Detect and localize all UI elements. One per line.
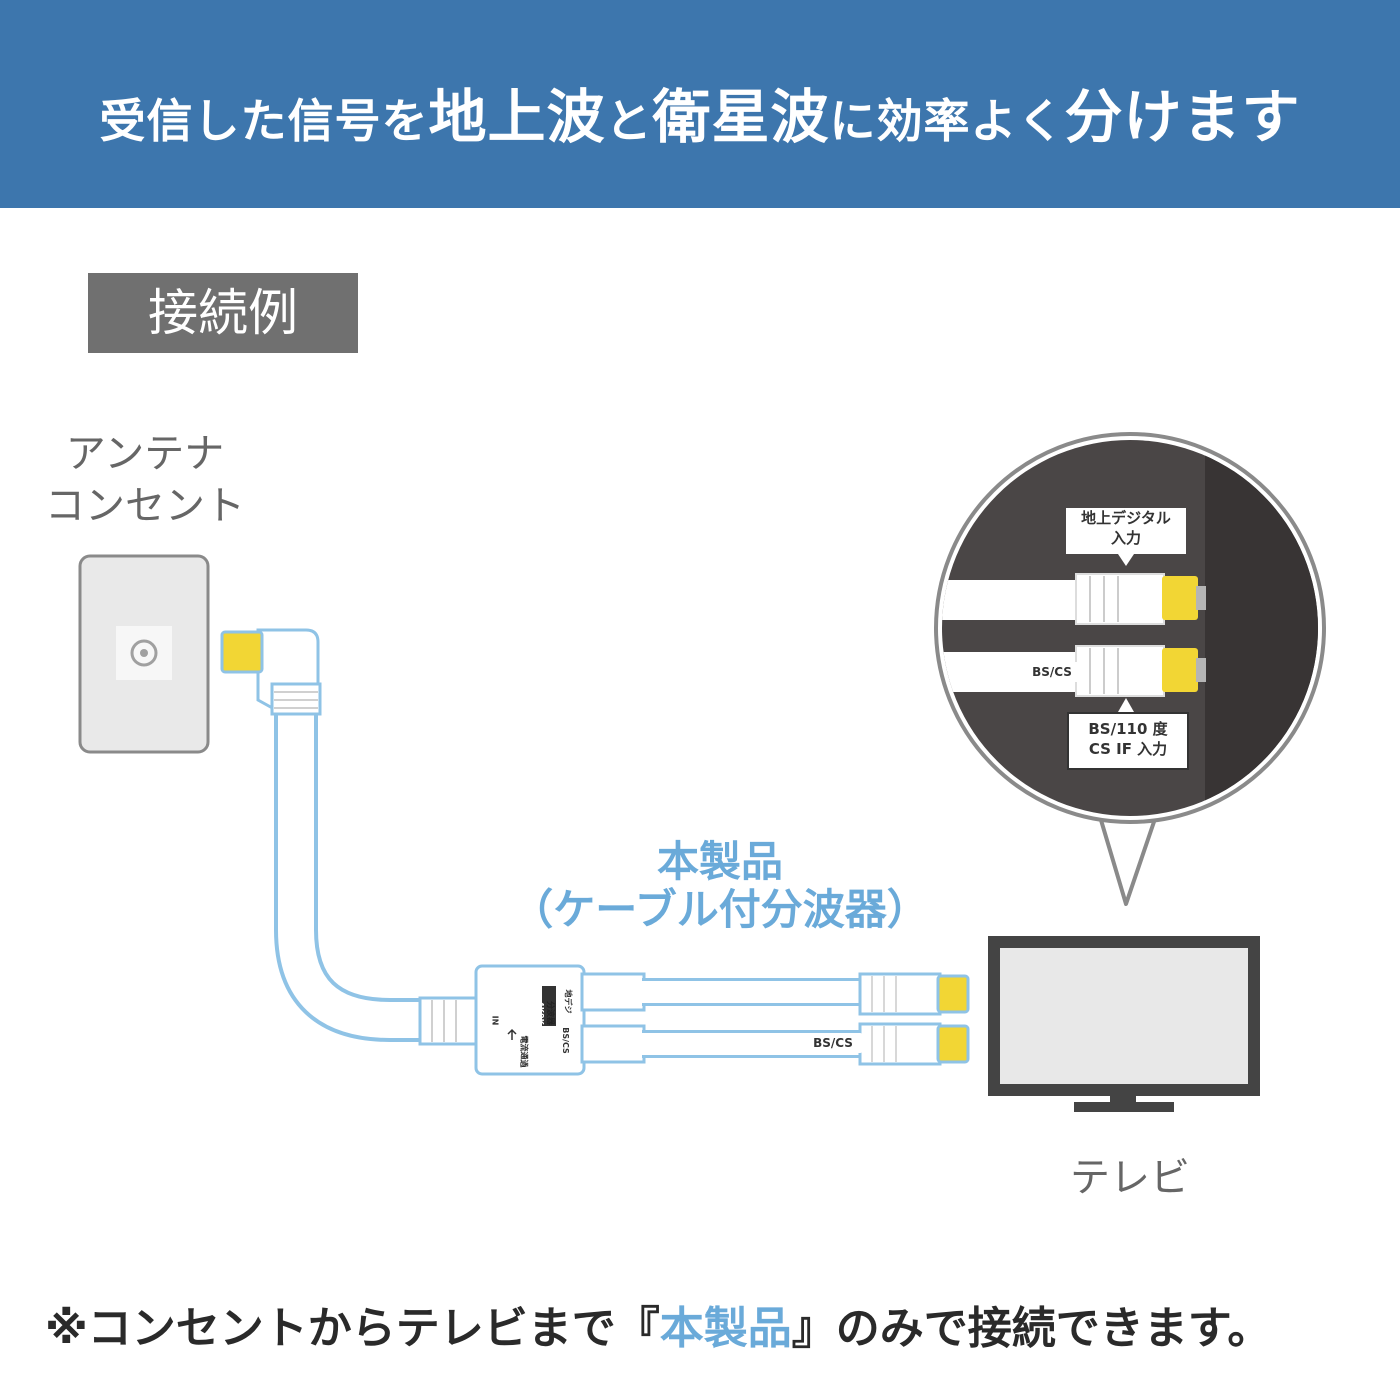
- product-cable: [220, 628, 484, 1046]
- cable-bscs-tag: BS/CS: [804, 1033, 862, 1053]
- bs-input-label: BS/110 度 CS IF 入力: [1067, 712, 1189, 770]
- header-title-part-2: 地上波: [428, 83, 606, 151]
- header-title-part-6: 分けます: [1064, 83, 1301, 151]
- bscs-f-connector: [936, 1024, 970, 1064]
- header-title-part-4: 衛星波: [652, 83, 830, 151]
- splitter-feed-label: 電流通過: [519, 1035, 529, 1068]
- splitter-in-label: IN: [490, 1015, 500, 1026]
- bs-input-line2: CS IF 入力: [1088, 740, 1168, 758]
- example-label: 接続例: [88, 273, 358, 353]
- splitter-brand-line2: 4K8K: [536, 1001, 545, 1025]
- splitter-terrestrial-out-label: 地デジ: [563, 989, 573, 1014]
- zoom-bscs-cable-tag: BS/CS: [1024, 662, 1080, 682]
- splitter-brand-text: 分波器 4K8K: [533, 991, 555, 1035]
- splitter-4k8k-badge: [542, 986, 556, 1026]
- splitter-bscs-out-label: BS/CS: [560, 1027, 570, 1054]
- header-title-part-5: に効率よく: [829, 94, 1065, 148]
- terrestrial-f-connector: [936, 974, 970, 1014]
- l-plug-connector: [220, 630, 264, 674]
- antenna-outlet: [78, 554, 210, 754]
- splitter-body: [474, 964, 586, 1076]
- terrestrial-input-line1: 地上デジタル: [1081, 509, 1171, 527]
- product-label-line2: （ケーブル付分波器）: [511, 885, 929, 934]
- terrestrial-input-label: 地上デジタル 入力: [1066, 508, 1186, 554]
- outlet-port-icon: [130, 639, 158, 667]
- header-title-part-3: と: [605, 94, 653, 148]
- splitter-brand-line1: 分波器: [546, 1001, 555, 1025]
- footnote-suffix: 』のみで接続できます。: [791, 1303, 1272, 1354]
- terrestrial-input-line2: 入力: [1110, 529, 1141, 547]
- header-title-part-1: 受信した信号を: [99, 94, 429, 148]
- antenna-label-line1: アンテナ: [65, 431, 225, 477]
- header-title: 受信した信号を地上波と衛星波に効率よく分けます: [0, 70, 1400, 154]
- tv-port-zoom-callout: [934, 432, 1326, 906]
- footnote: ※コンセントからテレビまで『本製品』のみで接続できます。: [45, 1292, 1375, 1356]
- header-banner: [0, 0, 1400, 208]
- tv-label: テレビ: [1070, 1155, 1190, 1201]
- footnote-highlight: 本製品: [659, 1303, 792, 1354]
- bs-input-line1: BS/110 度: [1088, 720, 1168, 738]
- product-label-line1: 本製品: [656, 837, 783, 886]
- tv-set: [988, 936, 1260, 1112]
- footnote-prefix: ※コンセントからテレビまで『: [45, 1303, 660, 1354]
- output-cables: [580, 972, 970, 1066]
- antenna-outlet-label: アンテナ コンセント: [30, 428, 260, 532]
- antenna-label-line2: コンセント: [45, 483, 245, 529]
- product-label: 本製品 （ケーブル付分波器）: [505, 838, 935, 934]
